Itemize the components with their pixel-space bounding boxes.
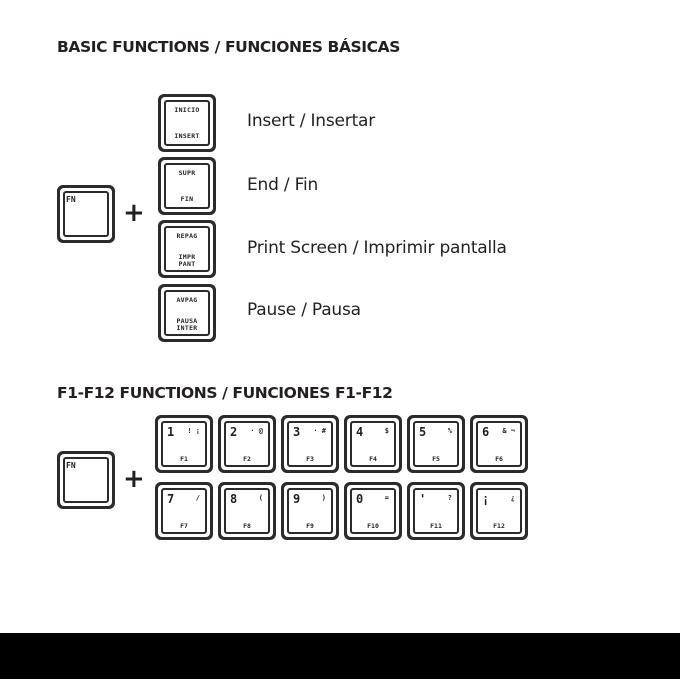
pause-key-bottom: PAUSA INTER [176, 317, 198, 332]
fn-key-2: FN [57, 451, 115, 509]
end-key-top: SUPR [178, 169, 196, 177]
print-screen-key-bottom: IMPR PANT [178, 253, 196, 268]
key-f8-main: 8 [230, 492, 238, 506]
key-f10-label: F10 [367, 522, 379, 530]
pause-description: Pause / Pausa [247, 300, 361, 320]
key-f3-label: F3 [306, 455, 314, 463]
key-f2-main: 2 [230, 425, 238, 439]
key-f1: 1 ! ¡ F1 [155, 415, 213, 473]
fn-key-label: FN [66, 195, 76, 204]
pause-key-top: AVPAG [176, 296, 198, 304]
key-f9: 9) F9 [281, 482, 339, 540]
basic-functions-heading: BASIC FUNCTIONS / FUNCIONES BÁSICAS [57, 38, 400, 56]
fn-key: FN [57, 185, 115, 243]
key-f5-label: F5 [432, 455, 440, 463]
key-f8: 8 ( F8 [218, 482, 276, 540]
key-f1-symbol: ! ¡ [187, 427, 200, 435]
key-f8-symbol: ( [258, 494, 263, 502]
key-f11-symbol: ? [447, 494, 452, 502]
key-f3-main: 3 [293, 425, 301, 439]
key-f4: 4 $ F4 [344, 415, 402, 473]
key-f2: 2 · @ F2 [218, 415, 276, 473]
key-f10-main: 0 [356, 492, 364, 506]
end-key: SUPR FIN [158, 157, 216, 215]
key-f6-main: 6 [482, 425, 490, 439]
key-f2-label: F2 [243, 455, 251, 463]
key-f10: 0 = F10 [344, 482, 402, 540]
plus-sign-2: + [123, 464, 145, 494]
key-f12-label: F12 [493, 522, 505, 530]
key-f1-main: 1 [167, 425, 175, 439]
key-f8-label: F8 [243, 522, 251, 530]
insert-key: INICIO INSERT [158, 94, 216, 152]
footer-bar [0, 633, 680, 679]
key-f7: 7 / F7 [155, 482, 213, 540]
key-f4-label: F4 [369, 455, 377, 463]
key-f9-label: F9 [306, 522, 314, 530]
key-f4-main: 4 [356, 425, 364, 439]
print-screen-description: Print Screen / Imprimir pantalla [247, 238, 507, 258]
key-f3-symbol: · # [313, 427, 326, 435]
plus-sign: + [123, 198, 145, 228]
key-f1-label: F1 [180, 455, 188, 463]
key-f11-label: F11 [430, 522, 442, 530]
key-f11: '? F11 [407, 482, 465, 540]
key-f5-main: 5 [419, 425, 427, 439]
key-f7-symbol: / [195, 494, 200, 502]
key-f6-symbol: & ¬ [502, 427, 515, 435]
key-f4-symbol: $ [384, 427, 389, 435]
key-f9-symbol: ) [321, 494, 326, 502]
key-f6-label: F6 [495, 455, 503, 463]
print-screen-key: REPAG IMPR PANT [158, 220, 216, 278]
key-f3: 3 · # F3 [281, 415, 339, 473]
key-f6: 6 & ¬ F6 [470, 415, 528, 473]
f1-f12-heading: F1-F12 FUNCTIONS / FUNCIONES F1-F12 [57, 384, 393, 402]
fn-key-2-label: FN [66, 461, 76, 470]
key-f11-main: ' [419, 492, 427, 506]
key-f12-symbol: ¿ [510, 494, 515, 502]
end-key-bottom: FIN [180, 194, 194, 203]
key-f10-symbol: = [384, 494, 389, 502]
insert-key-top: INICIO [174, 106, 200, 114]
key-f5: 5% F5 [407, 415, 465, 473]
key-f12-main: ¡ [482, 492, 490, 506]
key-f5-symbol: % [447, 427, 452, 435]
pause-key: AVPAG PAUSA INTER [158, 284, 216, 342]
insert-description: Insert / Insertar [247, 111, 376, 131]
key-f7-main: 7 [167, 492, 175, 506]
print-screen-key-top: REPAG [176, 232, 198, 240]
key-f7-label: F7 [180, 522, 188, 530]
end-description: End / Fin [247, 175, 319, 195]
key-f12: ¡ ¿ F12 [470, 482, 528, 540]
insert-key-bottom: INSERT [174, 131, 200, 140]
key-f2-symbol: · @ [250, 427, 263, 435]
key-f9-main: 9 [293, 492, 301, 506]
